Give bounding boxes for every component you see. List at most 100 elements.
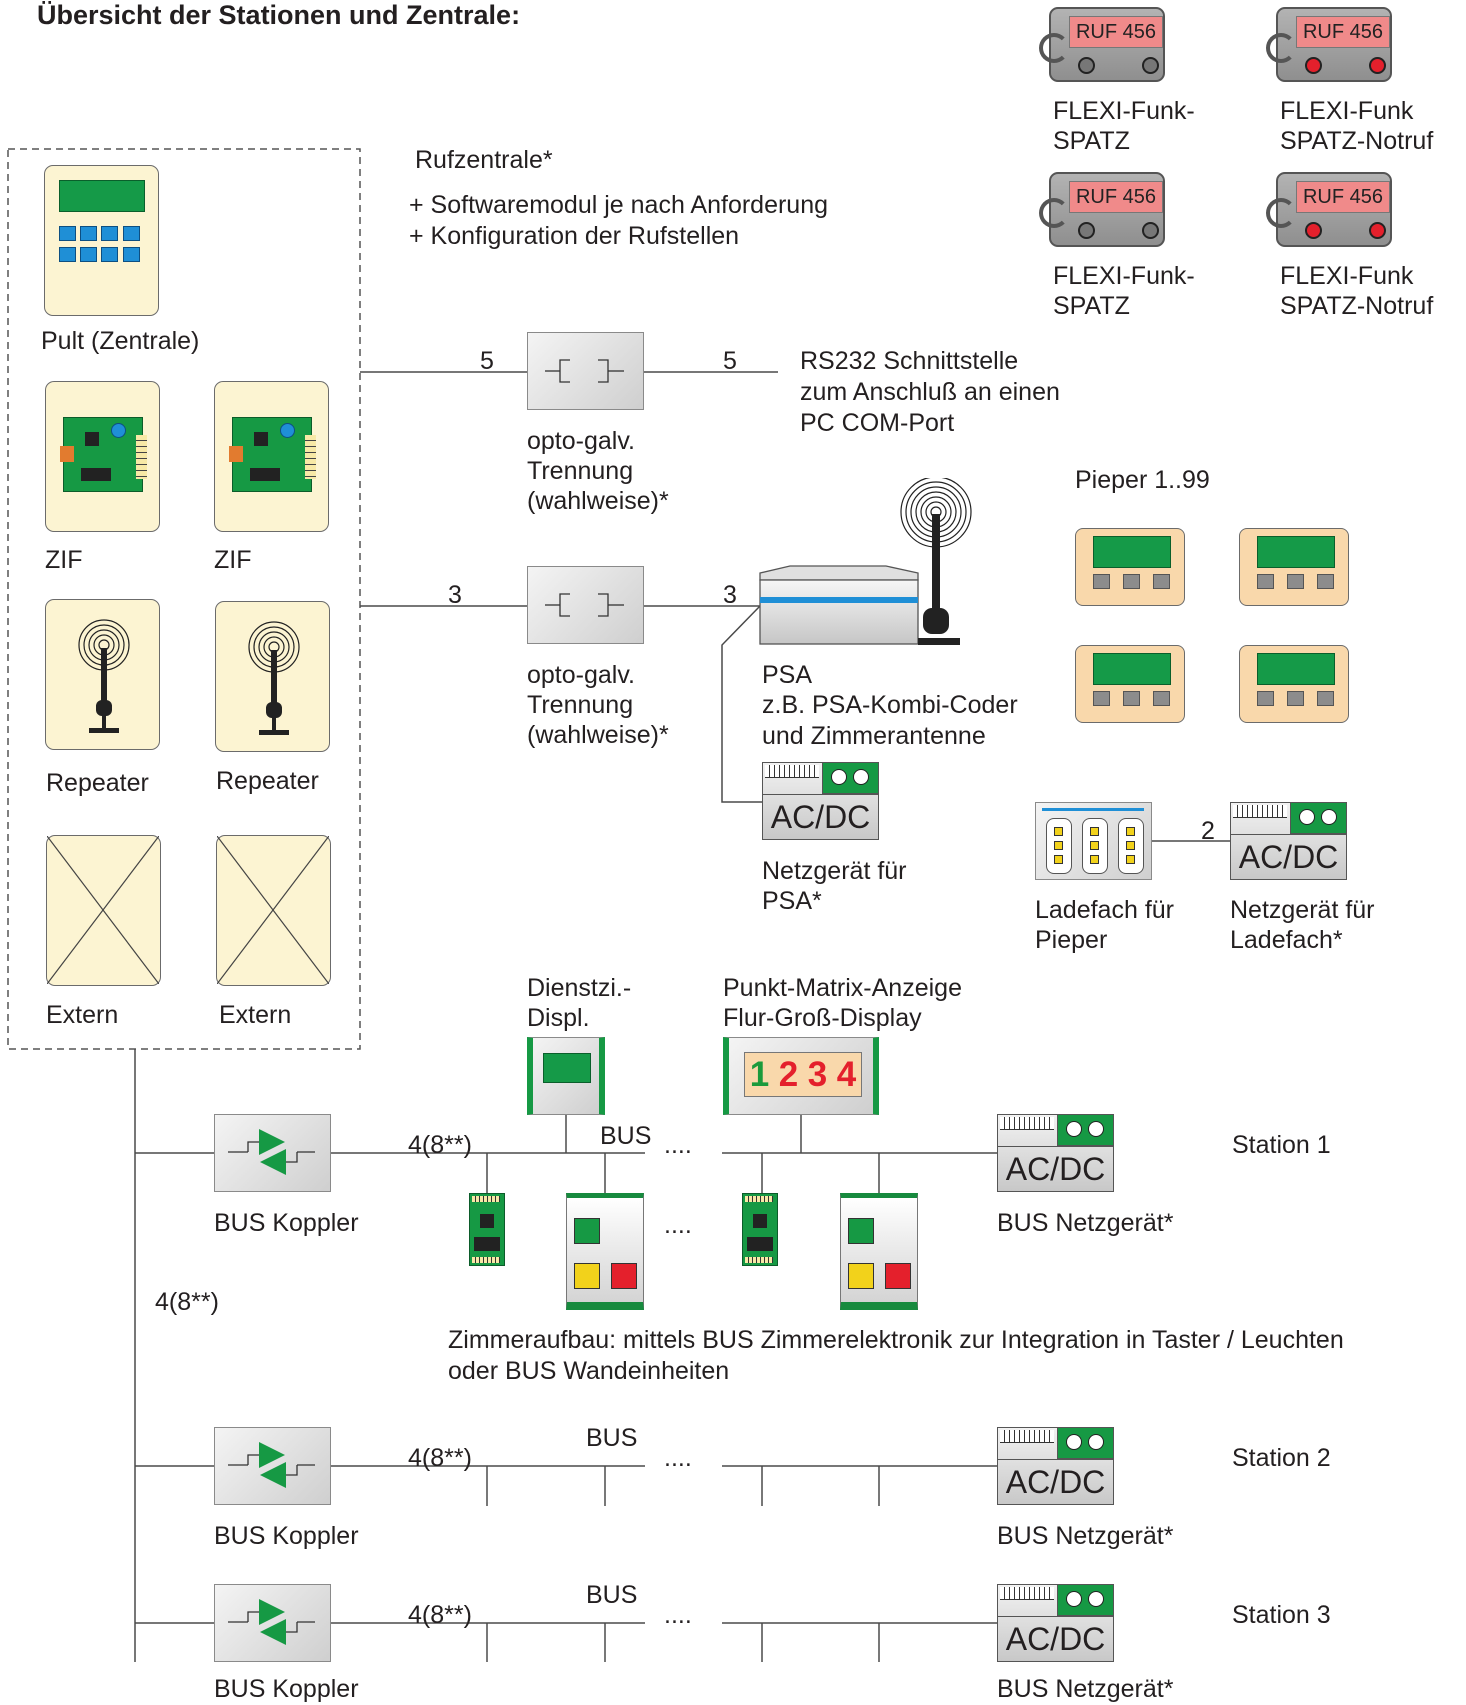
extern-label: Extern — [219, 1001, 292, 1029]
rufzentrale-line: + Konfiguration der Rufstellen — [409, 222, 740, 250]
alarm-button-icon — [1305, 57, 1322, 74]
room-electronics-module — [469, 1193, 505, 1266]
device-display: RUF 456 — [1296, 181, 1390, 213]
zif-card — [45, 381, 160, 532]
repeater-label: Repeater — [216, 767, 319, 795]
dienstzimmer-display — [527, 1037, 605, 1115]
antenna-icon — [78, 619, 130, 733]
koppler-label: BUS Koppler — [214, 1522, 359, 1550]
dienst-label: Displ. — [527, 1004, 590, 1032]
wire-count: 5 — [480, 347, 494, 375]
opto-label: Trennung — [527, 457, 634, 485]
opto-label: Trennung — [527, 691, 634, 719]
pult-label: Pult (Zentrale) — [41, 327, 200, 355]
device-display: RUF 456 — [1296, 16, 1390, 48]
bus-dots: .... — [664, 1211, 692, 1239]
matrix-label: Flur-Groß-Display — [723, 1004, 922, 1032]
flexi-funk-notruf-device: RUF 456 — [1266, 172, 1392, 247]
pager-device — [1239, 528, 1349, 606]
button-icon — [1142, 222, 1159, 239]
psa-label: z.B. PSA-Kombi-Coder — [762, 691, 1018, 719]
extern-label: Extern — [46, 1001, 119, 1029]
strap-icon — [1266, 198, 1296, 228]
flexi-label: SPATZ-Notruf — [1280, 292, 1434, 320]
psa-label: und Zimmerantenne — [762, 722, 986, 750]
psa-power-supply: AC/DC — [762, 762, 879, 840]
wire-count: 5 — [723, 347, 737, 375]
opto-label: (wahlweise)* — [527, 487, 669, 515]
room-electronics-module — [742, 1193, 778, 1266]
psu-label: PSA* — [762, 887, 822, 915]
koppler-label: BUS Koppler — [214, 1675, 359, 1703]
coupler-arrows-icon — [228, 1129, 315, 1175]
zif-label: ZIF — [214, 546, 252, 574]
flexi-label: FLEXI-Funk- — [1053, 97, 1195, 125]
psu-label: Netzgerät für — [1230, 896, 1375, 924]
terminal-icon — [822, 763, 878, 794]
terminal-icon — [1290, 803, 1346, 834]
extern-placeholder — [46, 835, 161, 986]
flexi-label: FLEXI-Funk- — [1053, 262, 1195, 290]
charging-cradle — [1035, 802, 1152, 880]
bus-power-supply: AC/DC — [997, 1427, 1114, 1505]
bus-koppler — [214, 1114, 331, 1192]
psu-label: Ladefach* — [1230, 926, 1343, 954]
dienst-label: Dienstzi.- — [527, 974, 632, 1002]
circuit-board-icon — [60, 417, 147, 492]
wire-count: 3 — [723, 581, 737, 609]
device-display: RUF 456 — [1069, 181, 1163, 213]
ladefach-label: Ladefach für — [1035, 896, 1174, 924]
netzgeraet-label: BUS Netzgerät* — [997, 1675, 1174, 1703]
circuit-board-icon — [229, 417, 316, 492]
strap-icon — [1039, 33, 1069, 63]
room-wall-unit — [566, 1193, 644, 1310]
bus-koppler — [214, 1427, 331, 1505]
zimmeraufbau-text: oder BUS Wandeinheiten — [448, 1357, 730, 1385]
flexi-funk-spatz-device: RUF 456 — [1039, 172, 1165, 247]
opto-isolator — [527, 566, 644, 644]
acdc-label: AC/DC — [998, 1459, 1113, 1504]
psa-coder-device — [759, 478, 972, 645]
bus-wire-count: 4(8**) — [408, 1131, 472, 1159]
strap-icon — [1266, 33, 1296, 63]
pult-device — [44, 165, 159, 316]
pult-display — [59, 180, 145, 212]
wire-count: 2 — [1201, 817, 1215, 845]
flexi-label: SPATZ-Notruf — [1280, 127, 1434, 155]
zif-label: ZIF — [45, 546, 83, 574]
bus-label: BUS — [586, 1424, 638, 1452]
netzgeraet-label: BUS Netzgerät* — [997, 1209, 1174, 1237]
ladefach-power-supply: AC/DC — [1230, 802, 1347, 880]
button-icon — [1078, 57, 1095, 74]
cross-icon — [46, 835, 160, 985]
terminal-icon — [1057, 1585, 1113, 1616]
koppler-label: BUS Koppler — [214, 1209, 359, 1237]
coupler-arrows-icon — [228, 1442, 315, 1488]
bus-dots: .... — [664, 1131, 692, 1159]
repeater-device — [215, 601, 330, 752]
bus-label: BUS — [600, 1122, 652, 1150]
bus-wire-count: 4(8**) — [408, 1444, 472, 1472]
station-label: Station 3 — [1232, 1601, 1331, 1629]
flexi-label: SPATZ — [1053, 292, 1130, 320]
acdc-label: AC/DC — [998, 1146, 1113, 1191]
zimmeraufbau-text: Zimmeraufbau: mittels BUS Zimmerelektron… — [448, 1326, 1344, 1354]
strap-icon — [1039, 198, 1069, 228]
page-title: Übersicht der Stationen und Zentrale: — [37, 0, 521, 30]
alarm-button-icon — [1369, 222, 1386, 239]
extern-placeholder — [216, 835, 331, 986]
opto-isolator — [527, 332, 644, 410]
ladefach-label: Pieper — [1035, 926, 1108, 954]
isolator-symbol-icon — [545, 359, 624, 383]
trunk-wire-count: 4(8**) — [155, 1288, 219, 1316]
rufzentrale-line: + Softwaremodul je nach Anforderung — [409, 191, 829, 219]
alarm-button-icon — [1305, 222, 1322, 239]
display-digit: 1 — [749, 1054, 770, 1094]
bus-power-supply: AC/DC — [997, 1114, 1114, 1192]
netzgeraet-label: BUS Netzgerät* — [997, 1522, 1174, 1550]
acdc-label: AC/DC — [763, 794, 878, 839]
acdc-label: AC/DC — [998, 1616, 1113, 1661]
display-digit: 2 — [778, 1054, 799, 1094]
flexi-label: FLEXI-Funk — [1280, 97, 1414, 125]
